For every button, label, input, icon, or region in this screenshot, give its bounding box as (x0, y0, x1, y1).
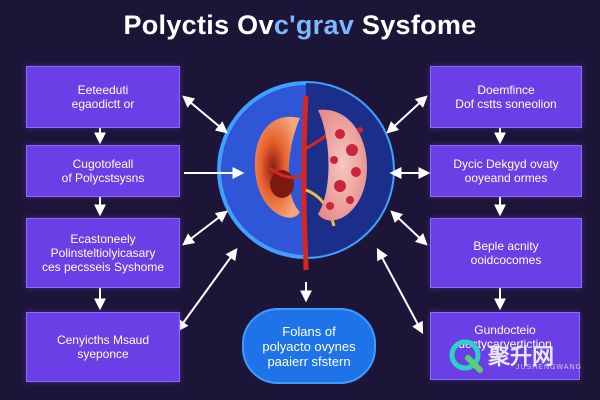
box-left-3-line-1: Ecastoneely (70, 232, 136, 246)
box-left-1-line-2: egaodictt or (71, 97, 135, 111)
oval-line-3: paaierr sfstern (267, 353, 351, 369)
bottom-oval: Folans of polyacto ovynes paaierr sfster… (242, 308, 376, 384)
central-illustration (217, 81, 395, 271)
box-left-4: Cenyicths Msaud syeponce (26, 312, 180, 382)
box-right-3-line-1: Beple acnity (473, 239, 539, 253)
box-left-1: Eeteeduti egaodictt or (26, 66, 180, 128)
box-left-2-line-2: of Polycstsysns (61, 171, 145, 185)
box-left-4-line-2: syeponce (77, 347, 129, 361)
box-right-1: Doemfince Dof cstts soneolion (430, 66, 582, 128)
box-left-3: Ecastoneely Polinsteltiolyicasary ces pe… (26, 218, 180, 288)
title-accent: c'grav (273, 10, 355, 40)
arrow-right-1-center (386, 95, 428, 134)
vessel-main (301, 95, 309, 271)
arrow-right-4-center (376, 247, 424, 335)
box-left-2: Cugotofeall of Polycstsysns (26, 145, 180, 197)
arrow-left-3-center (182, 210, 228, 246)
arrow-left-4-center (176, 248, 238, 332)
title-part-1: Polyctis Ov (123, 10, 274, 40)
oval-line-2: polyacto ovynes (262, 338, 356, 354)
watermark-subtext: JUSHENGWANG (516, 364, 582, 371)
box-right-4-line-2: dectycarvertiction (458, 337, 552, 351)
watermark-text: 聚升网 (488, 344, 555, 369)
title-part-2: Sysfome (354, 10, 477, 40)
box-left-3-line-3: ces pecsseis Syshome (41, 260, 165, 274)
box-left-3-line-2: Polinsteltiolyicasary (50, 246, 156, 260)
diagram-title: Polyctis Ovc'grav Sysfome (0, 10, 600, 41)
box-right-2: Dycic Dekgyd ovaty ooyeand ormes (430, 145, 582, 197)
box-left-1-line-1: Eeteeduti (77, 83, 129, 97)
box-right-4-line-1: Gundocteio (474, 323, 536, 337)
box-right-2-line-1: Dycic Dekgyd ovaty (453, 157, 559, 171)
box-right-3: Beple acnity ooidcocomes (430, 218, 582, 288)
vessel-branch-2 (269, 166, 305, 179)
arrow-right-3-center (390, 210, 428, 246)
watermark: 聚升网 JUSHENGWANG (446, 334, 596, 376)
watermark-logo-icon (449, 339, 483, 373)
box-right-1-line-1: Doemfince (477, 83, 535, 97)
oval-line-1: Folans of (282, 323, 336, 339)
ovary-shape (318, 109, 367, 221)
box-right-3-line-2: ooidcocomes (470, 253, 542, 267)
box-right-1-line-2: Dof cstts soneolion (455, 97, 557, 111)
arrow-left-1-center (182, 95, 228, 134)
box-left-2-line-1: Cugotofeall (72, 157, 134, 171)
ovary-cysts (326, 127, 363, 210)
box-left-4-line-1: Cenyicths Msaud (56, 333, 150, 347)
box-right-2-line-2: ooyeand ormes (464, 171, 548, 185)
